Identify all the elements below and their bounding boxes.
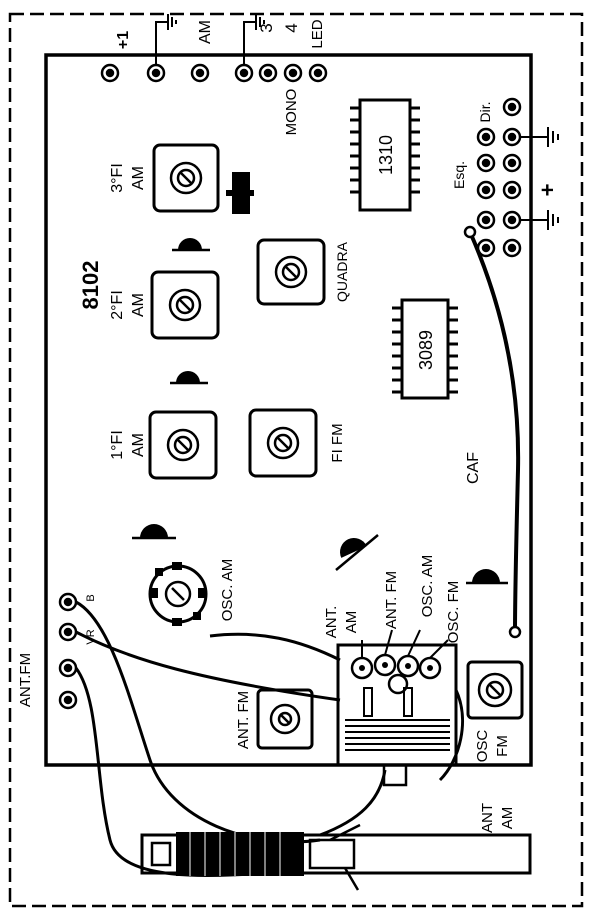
transistor-3 bbox=[466, 569, 508, 585]
label-plus1: +1 bbox=[115, 31, 132, 49]
label-quadra: QUADRA bbox=[334, 241, 350, 302]
label-ant-fm-trimmer: ANT. FM bbox=[235, 691, 252, 749]
label-esq: Esq. bbox=[451, 161, 467, 189]
audio-output-terminals bbox=[476, 97, 522, 258]
label-osc-am: OSC. AM bbox=[219, 559, 236, 622]
transformer-1fi-am bbox=[148, 410, 218, 480]
label-osc-fm-2: FM bbox=[494, 735, 511, 757]
antenna-fm-terminals bbox=[58, 592, 78, 710]
label-3: 3 bbox=[257, 23, 276, 32]
tuning-capacitor bbox=[336, 643, 458, 787]
label-2fi: 2°FI bbox=[109, 290, 126, 320]
transformer-3fi-am bbox=[152, 143, 220, 213]
ground-symbols-right bbox=[520, 127, 559, 230]
enclosure-outline bbox=[8, 12, 584, 908]
label-ant-am-rod-1: ANT bbox=[479, 803, 496, 833]
label-fi-fm: FI FM bbox=[329, 423, 346, 462]
caf-wire bbox=[468, 231, 521, 633]
label-ant-am-1: ANT. bbox=[323, 606, 340, 639]
label-1fi-am: AM bbox=[130, 433, 147, 457]
osc-fm-trimmer bbox=[466, 660, 524, 720]
transistor-near-3fi bbox=[226, 172, 254, 214]
label-b: B bbox=[85, 594, 97, 601]
capacitor-1 bbox=[172, 238, 210, 252]
osc-am-coil bbox=[148, 562, 208, 626]
transformer-2fi-am bbox=[150, 270, 220, 340]
ic-1310: 1310 bbox=[350, 98, 420, 212]
ferrite-rod-antenna bbox=[140, 823, 532, 891]
label-ant-fm-cap: ANT. FM bbox=[383, 571, 400, 629]
label-am-top: AM bbox=[197, 20, 214, 44]
label-2fi-am: AM bbox=[130, 293, 147, 317]
board-id-label: 8102 bbox=[78, 261, 103, 310]
top-terminal-row bbox=[100, 63, 328, 83]
tuning-leader-lines bbox=[361, 629, 449, 659]
label-1fi: 1°FI bbox=[109, 430, 126, 460]
label-3fi: 3°FI bbox=[109, 163, 126, 193]
transformer-quadra bbox=[256, 238, 326, 306]
label-mono: MONO bbox=[283, 89, 300, 136]
transformer-fi-fm bbox=[248, 408, 318, 478]
label-4: 4 bbox=[282, 23, 301, 32]
label-osc-am-cap: OSC. AM bbox=[419, 555, 436, 618]
ant-fm-trimmer bbox=[256, 688, 314, 750]
capacitor-2 bbox=[170, 371, 208, 385]
label-3fi-am: AM bbox=[130, 166, 147, 190]
label-ant-fm-left: ANT.FM bbox=[17, 653, 34, 707]
label-ant-am-rod-2: AM bbox=[499, 807, 516, 830]
label-plus: + bbox=[535, 184, 560, 197]
transistor-1 bbox=[132, 524, 176, 540]
ground-symbols-top bbox=[155, 14, 265, 65]
label-ant-am-2: AM bbox=[343, 611, 360, 634]
label-led: LED bbox=[309, 19, 326, 48]
label-osc-fm-1: OSC bbox=[474, 730, 491, 763]
ic-3089-label: 3089 bbox=[416, 330, 436, 370]
pcb-board bbox=[44, 53, 533, 767]
transistor-2 bbox=[335, 534, 379, 571]
label-caf: CAF bbox=[465, 452, 482, 484]
ic-1310-label: 1310 bbox=[376, 135, 396, 175]
label-dir: Dir. bbox=[477, 102, 493, 123]
ic-3089: 3089 bbox=[392, 298, 458, 400]
label-osc-fm-cap: OSC. FM bbox=[445, 581, 462, 644]
